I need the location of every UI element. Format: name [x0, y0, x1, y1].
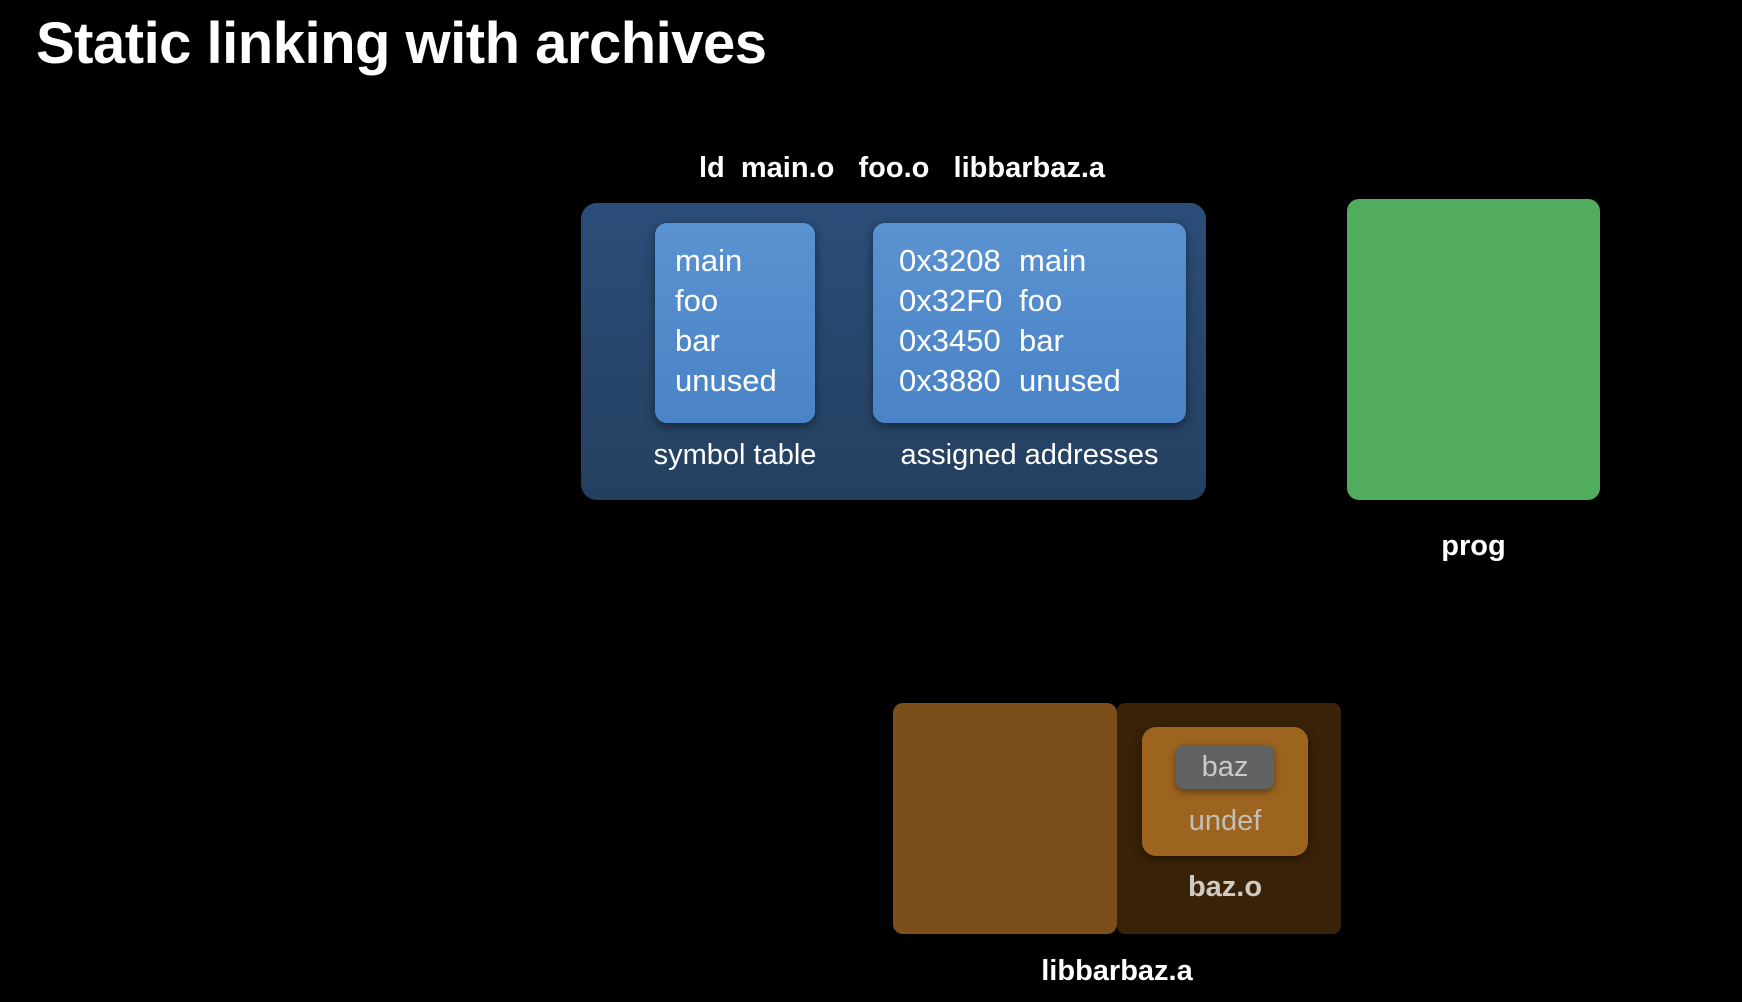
linker-panel: main foo bar unused symbol table 0x3208 m… — [581, 203, 1206, 500]
undefined-state-label: undef — [1188, 805, 1262, 837]
address-symbol: foo — [1019, 283, 1063, 318]
undefined-symbol-chip: baz — [1175, 745, 1275, 789]
address-row: 0x3450 bar — [899, 321, 1160, 361]
archive-label: libbarbaz.a — [1041, 955, 1193, 987]
symbol-entry: main — [675, 243, 743, 278]
archive-member-box: baz undef — [1142, 727, 1308, 856]
address-value: 0x3208 — [899, 243, 1001, 278]
address-value: 0x32F0 — [899, 283, 1003, 318]
assigned-addresses-box: 0x3208 main 0x32F0 foo 0x3450 bar 0x3880 unu… — [873, 223, 1186, 423]
link-command-text: ld main.o foo.o libbarbaz.a — [699, 152, 1106, 184]
address-row: 0x32F0 foo — [899, 281, 1160, 321]
symbol-entry: unused — [675, 363, 777, 398]
output-program-label: prog — [1441, 530, 1506, 562]
address-row: 0x3208 main — [899, 241, 1160, 281]
archive-left-block — [893, 703, 1117, 934]
symbol-table-group: main foo bar unused symbol table — [653, 223, 817, 472]
archive-box: baz undef baz.o — [893, 703, 1341, 934]
address-row: 0x3880 unused — [899, 361, 1160, 401]
page-title: Static linking with archives — [36, 11, 767, 76]
assigned-addresses-caption: assigned addresses — [900, 439, 1159, 471]
address-value: 0x3880 — [899, 363, 1001, 398]
output-program-box — [1347, 199, 1600, 500]
address-symbol: unused — [1019, 363, 1121, 398]
address-value: 0x3450 — [899, 323, 1001, 358]
symbol-entry: bar — [675, 323, 720, 358]
address-symbol: main — [1019, 243, 1087, 278]
symbol-entry: foo — [675, 283, 719, 318]
assigned-addresses-group: 0x3208 main 0x32F0 foo 0x3450 bar 0x3880 unu… — [873, 223, 1186, 472]
archive-right-block: baz undef baz.o — [1117, 703, 1341, 934]
address-symbol: bar — [1019, 323, 1064, 358]
archive-member-caption: baz.o — [1187, 871, 1263, 903]
symbol-table-caption: symbol table — [653, 439, 817, 471]
symbol-table-box: main foo bar unused — [655, 223, 815, 423]
